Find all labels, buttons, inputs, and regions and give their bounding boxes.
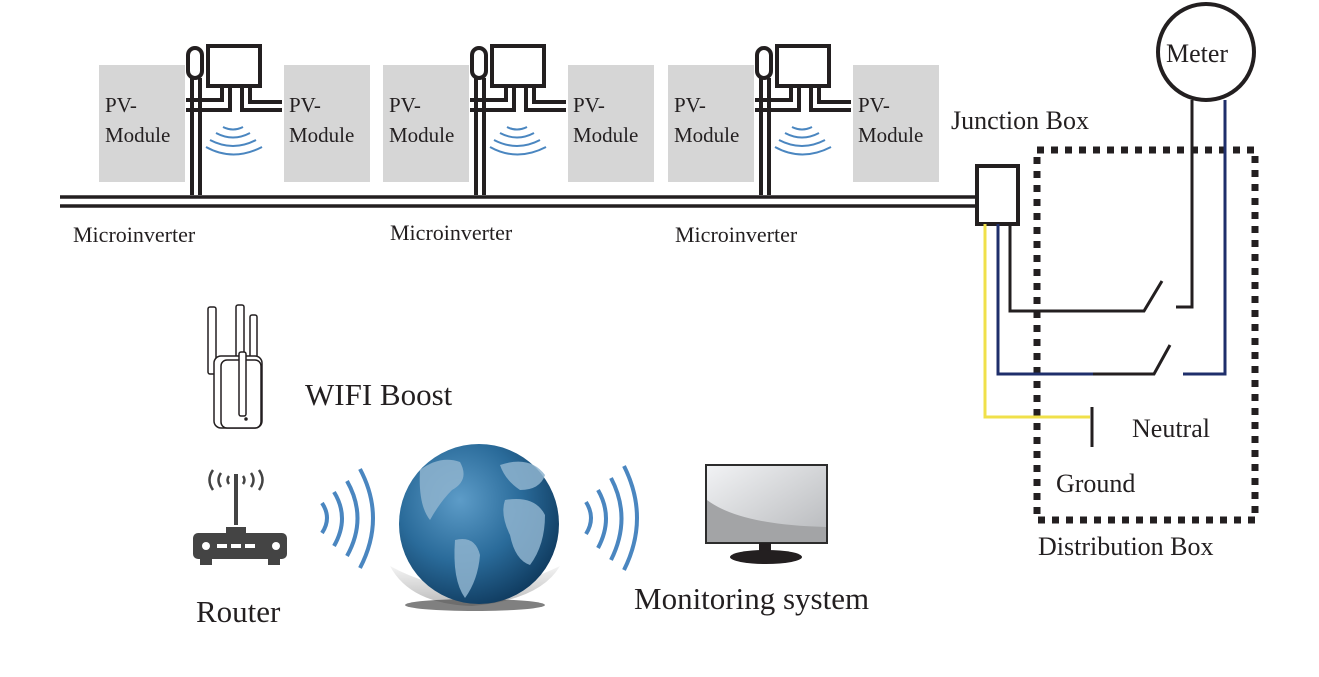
microinverter-label: Microinverter: [73, 222, 196, 247]
pv-module-right-label: PV-Module: [573, 93, 638, 147]
pv-module-right: [568, 65, 654, 182]
pv-module-left-label: PV-Module: [389, 93, 454, 147]
pv-group: PV-Module PV-Module Microinverter: [383, 44, 654, 245]
microinverter-label: Microinverter: [675, 222, 798, 247]
router-label: Router: [196, 594, 281, 629]
globe-icon: [390, 444, 560, 611]
wireless-signal-icon: [205, 126, 263, 156]
pv-module-left: [668, 65, 754, 182]
router-icon: [193, 469, 287, 565]
neutral-label: Neutral: [1132, 414, 1210, 443]
pv-module-left: [99, 65, 185, 182]
junction-box-label: Junction Box: [951, 106, 1089, 135]
wireless-signal-icon: [584, 465, 639, 571]
line-wire: [1008, 100, 1194, 313]
meter-label: Meter: [1166, 39, 1228, 68]
wireless-signal-icon: [320, 468, 375, 569]
monitor-icon: [705, 464, 828, 564]
monitoring-system-label: Monitoring system: [634, 581, 869, 616]
ground-label: Ground: [1056, 469, 1135, 498]
meter: [1156, 2, 1256, 102]
junction-box: [975, 164, 1020, 226]
ac-trunk-cable: [60, 195, 978, 208]
pv-module-left-label: PV-Module: [674, 93, 739, 147]
pv-module-right: [853, 65, 939, 182]
pv-module-right-label: PV-Module: [858, 93, 923, 147]
pv-module-left-label: PV-Module: [105, 93, 170, 147]
pv-group: PV-Module PV-Module Microinverter: [73, 44, 370, 247]
pv-module-left: [383, 65, 469, 182]
wifi-booster-icon: [207, 304, 263, 429]
distribution-box-frame: [1033, 146, 1259, 524]
microinverter-icon: [755, 44, 851, 195]
distribution-box-label: Distribution Box: [1038, 532, 1214, 561]
microinverter-icon: [470, 44, 566, 195]
pv-module-right-label: PV-Module: [289, 93, 354, 147]
switch-blade: [1093, 344, 1172, 376]
pv-module-right: [284, 65, 370, 182]
neutral-wire: [996, 100, 1227, 376]
wireless-signal-icon: [774, 126, 832, 156]
pv-group: PV-Module PV-Module Microinverter: [668, 44, 939, 247]
ground-wire: [983, 224, 1090, 419]
microinverter-icon: [186, 44, 282, 195]
microinverter-label: Microinverter: [390, 220, 513, 245]
wifi-boost-label: WIFI Boost: [305, 377, 453, 412]
wireless-signal-icon: [489, 126, 547, 156]
